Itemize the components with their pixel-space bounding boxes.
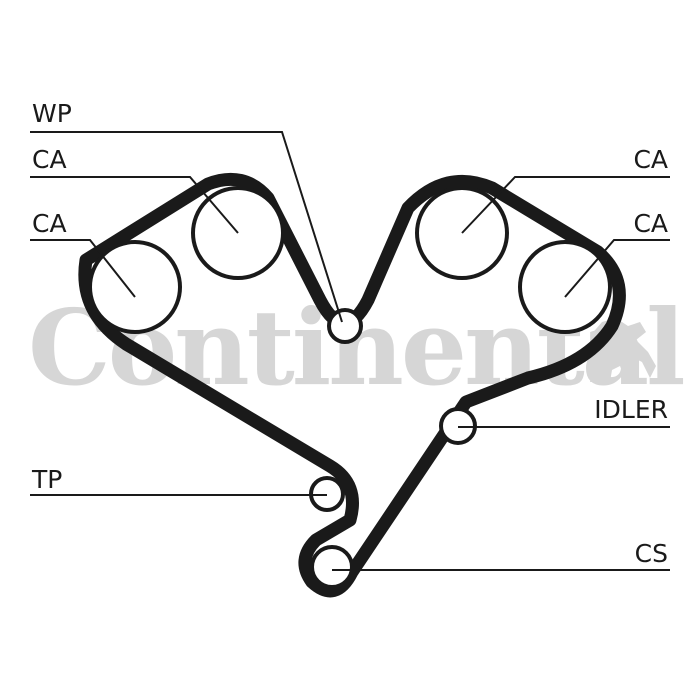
label-ca-left-upper: CA (32, 145, 67, 174)
crankshaft-pulley (310, 545, 354, 589)
label-tp: TP (31, 465, 62, 494)
leader-ca-left-lower (30, 239, 136, 298)
leader-wp (30, 131, 343, 323)
leader-lines (30, 131, 670, 571)
water-pump-pulley (327, 308, 363, 344)
leader-ca-left-upper (30, 176, 239, 234)
label-ca-right-lower: CA (633, 209, 668, 238)
label-cs: CS (635, 539, 668, 568)
label-wp: WP (32, 99, 72, 128)
component-labels: WP CA CA CA CA IDLER TP CS (31, 99, 668, 568)
label-ca-right-upper: CA (633, 145, 668, 174)
label-idler: IDLER (594, 395, 668, 424)
camshaft-pulley-left-lower (88, 240, 182, 334)
leader-ca-right-upper (461, 176, 670, 234)
label-ca-left-lower: CA (32, 209, 67, 238)
camshaft-pulley-right-lower (518, 240, 612, 334)
leader-ca-right-lower (564, 239, 670, 298)
